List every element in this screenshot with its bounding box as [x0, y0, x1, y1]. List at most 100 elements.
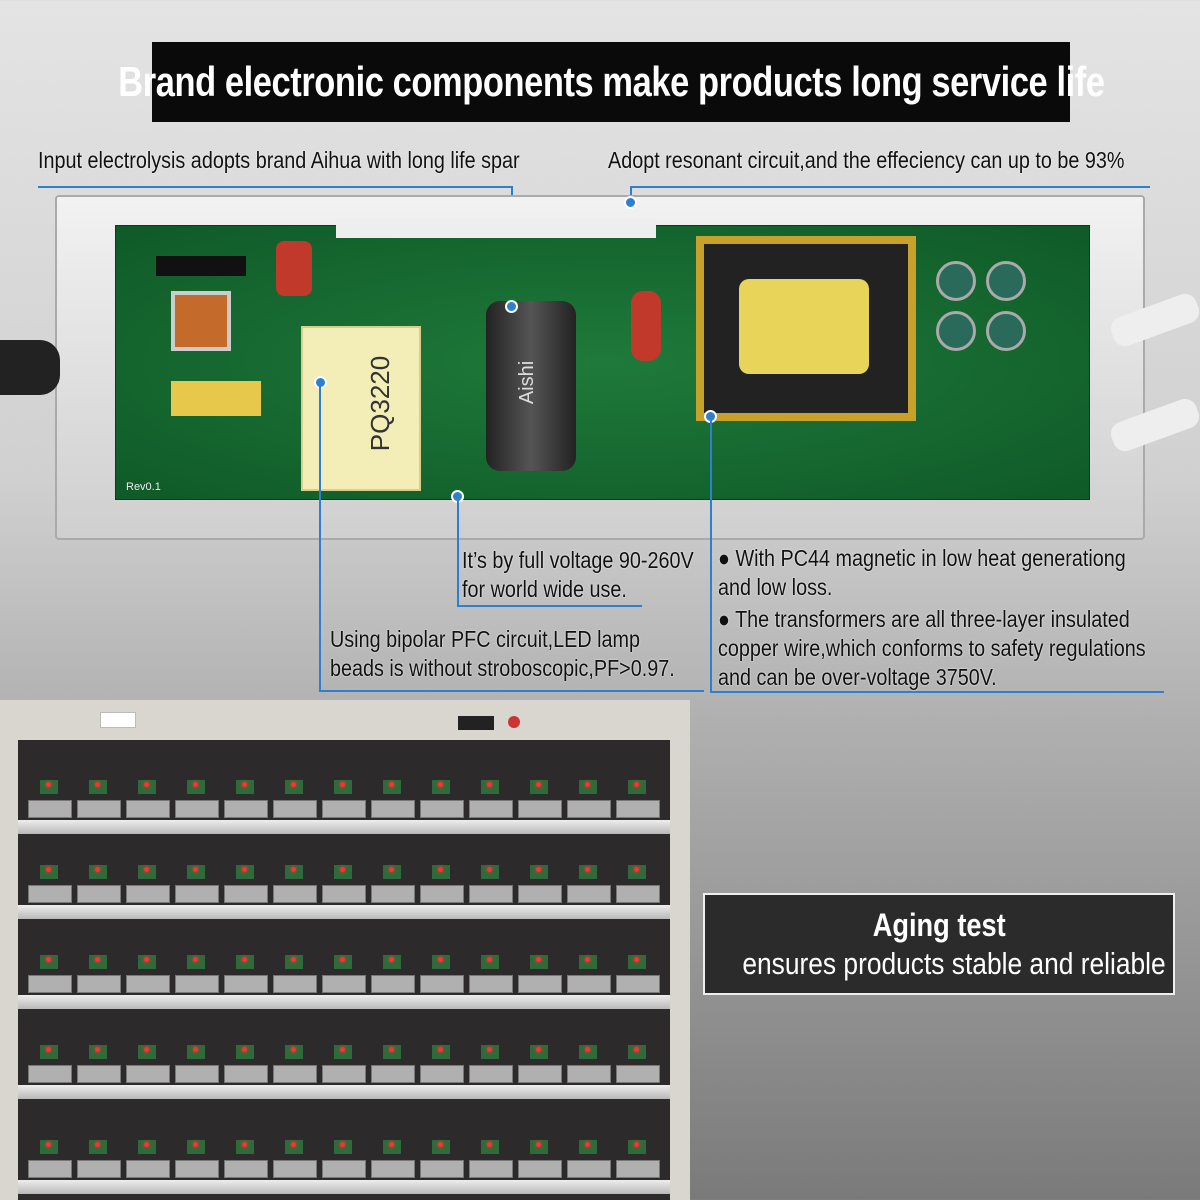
test-unit — [420, 800, 464, 818]
indicator-led — [95, 867, 100, 872]
test-board — [138, 1045, 156, 1059]
indicator-led — [585, 867, 590, 872]
test-board — [628, 1140, 646, 1154]
test-board — [579, 1140, 597, 1154]
page-title: Brand electronic components make product… — [117, 58, 1105, 105]
test-board — [138, 780, 156, 794]
test-unit — [126, 885, 170, 903]
pcb-revision: Rev0.1 — [126, 481, 161, 493]
capacitor — [276, 241, 312, 296]
test-unit — [616, 1065, 660, 1083]
indicator-led — [193, 782, 198, 787]
test-unit — [126, 1160, 170, 1178]
display-panel — [100, 712, 136, 728]
test-unit — [77, 800, 121, 818]
test-unit — [616, 800, 660, 818]
test-board — [236, 1045, 254, 1059]
test-unit — [616, 885, 660, 903]
indicator-led — [585, 1142, 590, 1147]
test-unit — [77, 975, 121, 993]
indicator-led — [536, 1142, 541, 1147]
test-board — [579, 780, 597, 794]
capacitor — [986, 261, 1026, 301]
callout-line — [457, 496, 459, 606]
callout-resonant: Adopt resonant circuit,and the effecienc… — [608, 147, 1125, 173]
heatsink — [336, 218, 656, 238]
indicator-led — [242, 957, 247, 962]
test-unit — [126, 800, 170, 818]
indicator-led — [95, 1047, 100, 1052]
test-board — [383, 780, 401, 794]
test-board — [138, 955, 156, 969]
transformer — [696, 236, 916, 421]
test-unit — [616, 975, 660, 993]
indicator-led — [193, 867, 198, 872]
test-board — [530, 955, 548, 969]
shelf — [18, 1180, 670, 1194]
indicator-led — [634, 867, 639, 872]
test-unit — [273, 800, 317, 818]
test-board — [89, 1140, 107, 1154]
indicator-led — [193, 1142, 198, 1147]
text-line: ● With PC44 magnetic in low heat generat… — [718, 545, 1126, 571]
test-board — [89, 955, 107, 969]
test-unit — [126, 975, 170, 993]
indicator-led — [487, 782, 492, 787]
indicator-led — [144, 957, 149, 962]
indicator-led — [389, 1047, 394, 1052]
text-line: beads is without stroboscopic,PF>0.97. — [330, 655, 675, 681]
indicator-led — [291, 867, 296, 872]
indicator-led — [487, 1142, 492, 1147]
test-unit — [273, 975, 317, 993]
indicator-led — [634, 957, 639, 962]
test-unit — [175, 1065, 219, 1083]
indicator-led — [46, 1142, 51, 1147]
electrolytic-capacitor: Aishi — [486, 301, 576, 471]
indicator-led — [340, 867, 345, 872]
test-unit — [567, 1065, 611, 1083]
test-board — [334, 1045, 352, 1059]
test-unit — [322, 885, 366, 903]
pfc-label: PQ3220 — [365, 355, 396, 452]
test-unit — [28, 975, 72, 993]
test-board — [628, 865, 646, 879]
test-unit — [518, 1160, 562, 1178]
indicator-led — [634, 1047, 639, 1052]
test-unit — [175, 1160, 219, 1178]
test-unit — [420, 1065, 464, 1083]
capacitor — [631, 291, 661, 361]
callout-transformer: ● With PC44 magnetic in low heat generat… — [718, 544, 1146, 692]
test-unit — [126, 1065, 170, 1083]
capacitor — [171, 381, 261, 416]
test-unit — [273, 1065, 317, 1083]
indicator-led — [438, 1142, 443, 1147]
test-unit — [77, 1160, 121, 1178]
indicator-led — [95, 1142, 100, 1147]
shelf — [18, 820, 670, 834]
test-unit — [567, 885, 611, 903]
indicator-knob — [508, 716, 520, 728]
test-unit — [224, 975, 268, 993]
callout-dot — [624, 196, 637, 209]
test-board — [481, 1140, 499, 1154]
indicator-led — [242, 1047, 247, 1052]
test-unit — [518, 1065, 562, 1083]
test-board — [334, 865, 352, 879]
shelf — [18, 905, 670, 919]
callout-line — [457, 605, 642, 607]
test-board — [138, 1140, 156, 1154]
callout-capacitor: Input electrolysis adopts brand Aihua wi… — [38, 147, 520, 173]
test-unit — [224, 885, 268, 903]
test-board — [285, 865, 303, 879]
test-board — [628, 955, 646, 969]
text-line: It’s by full voltage 90-260V — [462, 547, 694, 573]
test-board — [40, 1140, 58, 1154]
test-unit — [518, 885, 562, 903]
indicator-led — [340, 782, 345, 787]
test-board — [383, 1045, 401, 1059]
indicator-led — [340, 957, 345, 962]
indicator-led — [585, 957, 590, 962]
test-unit — [420, 1160, 464, 1178]
test-board — [236, 1140, 254, 1154]
indicator-led — [389, 1142, 394, 1147]
